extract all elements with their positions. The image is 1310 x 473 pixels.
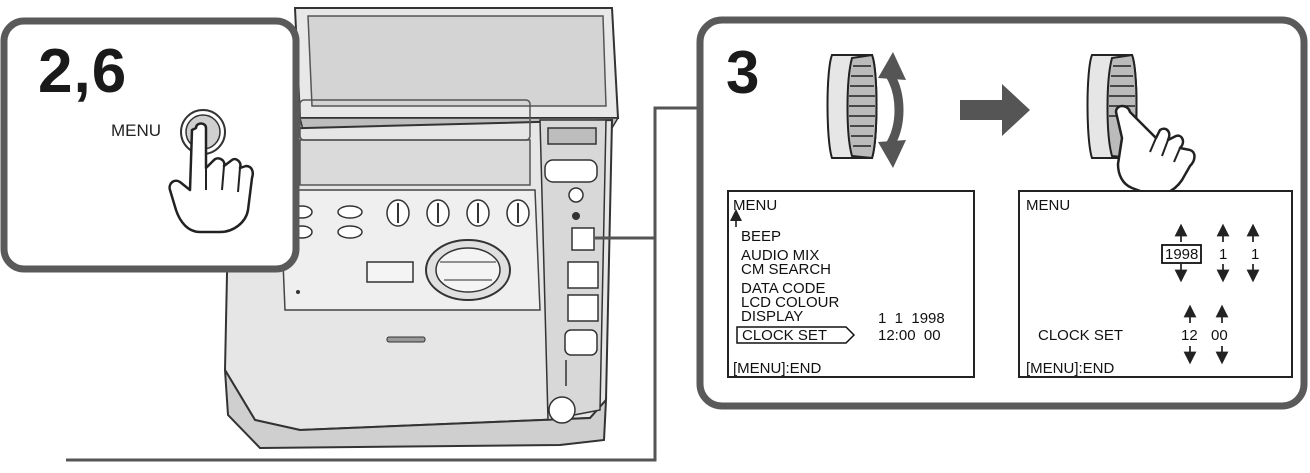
- menu-screen-footer: [MENU]:END: [733, 360, 822, 377]
- clock-set-cursor: [736, 326, 856, 344]
- clock-set-label: CLOCK SET: [1038, 327, 1124, 344]
- menu-button-callout: [0, 17, 300, 273]
- adjust-arrows-icon: [1174, 223, 1260, 365]
- year-highlight: [1161, 244, 1202, 264]
- pressing-hand-icon: [1114, 104, 1196, 197]
- menu-item-display: DISPLAY: [741, 308, 804, 325]
- menu-item-audio-mix: AUDIO MIX: [741, 247, 820, 264]
- clock-minute-value: 00: [1211, 327, 1228, 344]
- camcorder-device: [223, 7, 620, 450]
- clock-screen-frame: [1018, 190, 1293, 378]
- clock-day-value: 1: [1251, 246, 1260, 263]
- menu-item-cm-search: CM SEARCH: [741, 261, 832, 278]
- control-dial-press-icon: [1086, 53, 1196, 197]
- menu-screen-frame: [727, 190, 975, 378]
- clock-month-value: 1: [1219, 246, 1228, 263]
- display-date-value: 1 1 1998: [878, 310, 945, 327]
- step-number-3: 3: [726, 39, 760, 106]
- menu-item-clock-set: CLOCK SET: [742, 327, 828, 344]
- step3-callout: [696, 16, 1308, 410]
- control-dial-turn-icon: [826, 52, 906, 168]
- pressing-hand-icon: [168, 122, 254, 234]
- menu-item-data-code: DATA CODE: [741, 280, 826, 297]
- menu-screen-title: MENU: [733, 197, 778, 214]
- clock-screen-footer: [MENU]:END: [1026, 360, 1115, 377]
- clock-hour-value: 12: [1181, 327, 1198, 344]
- step-number-2-6: 2,6: [38, 37, 128, 106]
- menu-item-lcd-colour: LCD COLOUR: [741, 294, 840, 311]
- callout-connectors: [66, 106, 700, 462]
- menu-button-label: MENU: [111, 121, 162, 140]
- clock-screen-title: MENU: [1026, 197, 1071, 214]
- clock-time-value: 12:00 00: [878, 327, 941, 344]
- clock-year-value: 1998: [1165, 246, 1199, 263]
- menu-item-beep: BEEP: [741, 228, 782, 245]
- right-arrow-icon: [960, 84, 1030, 136]
